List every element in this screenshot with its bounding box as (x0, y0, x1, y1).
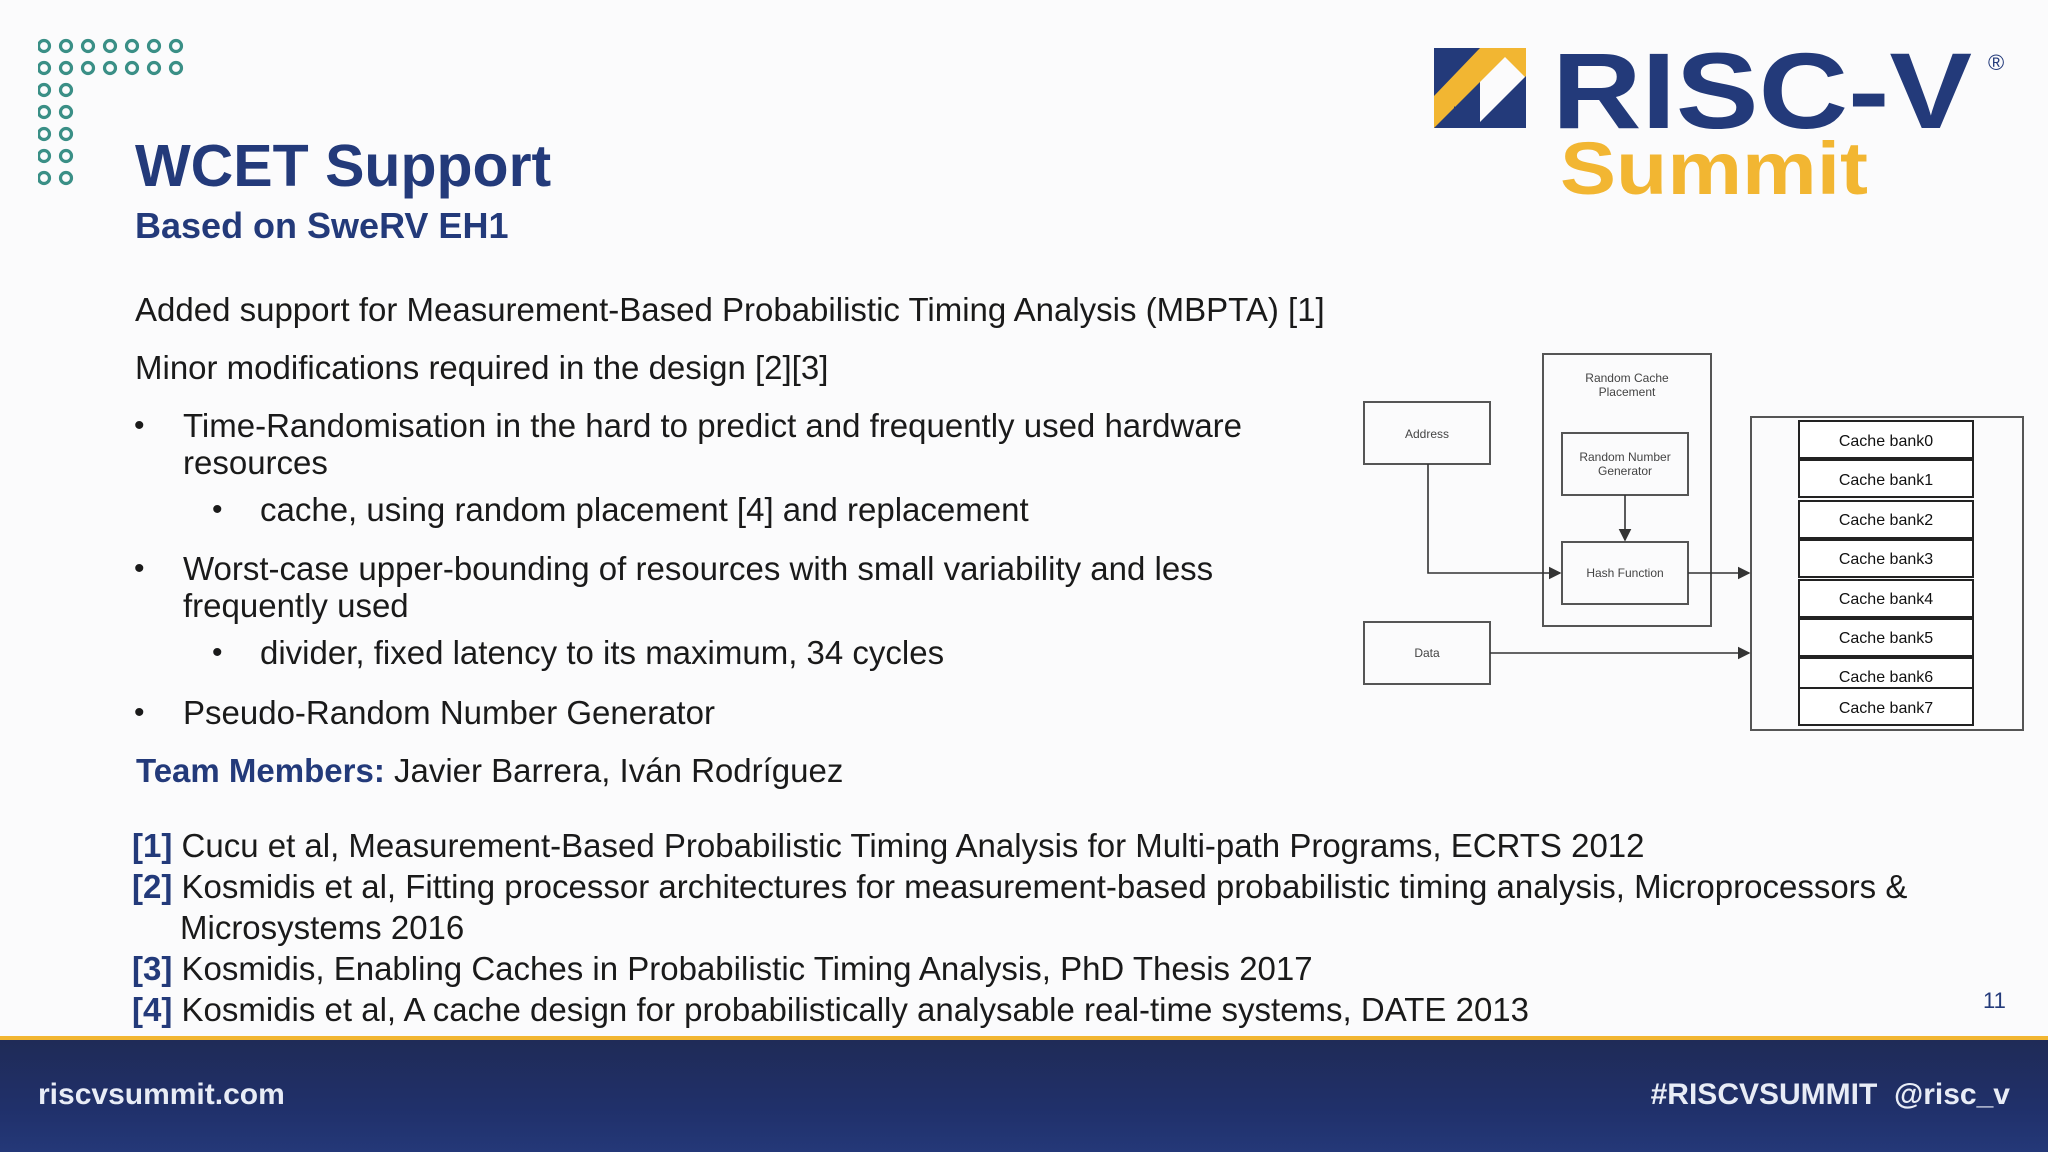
reference-text: Kosmidis et al, A cache design for proba… (172, 991, 1530, 1028)
cache-bank-box (1798, 579, 1974, 618)
risc-v-summit-logo: RISC-V ® Summit (1434, 36, 2004, 210)
reference-text: Microsystems 2016 (180, 909, 465, 946)
sub-bullet-dot: • (212, 493, 223, 526)
sub-bullet-dot: • (212, 636, 223, 669)
bullet-worst-case: Worst-case upper-bounding of resources w… (183, 550, 1214, 587)
data-label: Data (1414, 646, 1440, 660)
cache-bank-box (1798, 459, 1974, 498)
team-members-label: Team Members: (136, 752, 385, 789)
reference-number: [4] (132, 991, 173, 1028)
bullet-time-randomisation: Time-Randomisation in the hard to predic… (183, 407, 1243, 444)
footer-website-link[interactable]: riscvsummit.com (38, 1078, 285, 1111)
placement-label-line2: Placement (1599, 385, 1656, 399)
team-members-names: Javier Barrera, Iván Rodríguez (384, 752, 844, 789)
sub-bullet-divider: divider, fixed latency to its maximum, 3… (260, 634, 945, 671)
body-line-modifications: Minor modifications required in the desi… (135, 349, 829, 386)
address-label: Address (1405, 427, 1449, 441)
cache-bank-label: Cache bank5 (1839, 630, 1933, 647)
reference-text: Kosmidis, Enabling Caches in Probabilist… (172, 950, 1313, 987)
rng-label-line2: Generator (1598, 464, 1652, 478)
footer-accent-line (0, 1036, 2048, 1040)
address-box (1363, 401, 1491, 465)
cache-bank-box (1798, 420, 1974, 459)
sub-bullet-cache: cache, using random placement [4] and re… (260, 491, 1029, 528)
cache-bank-label: Cache bank3 (1839, 551, 1933, 568)
footer-handle[interactable]: @risc_v (1893, 1078, 2010, 1111)
bullet-worst-case-cont: frequently used (183, 587, 409, 624)
reference-item: [2] Kosmidis et al, Fitting processor ar… (132, 868, 1907, 906)
reference-text: Kosmidis et al, Fitting processor archit… (172, 868, 1908, 905)
bullet-prng: Pseudo-Random Number Generator (183, 694, 715, 731)
risc-v-mark-icon (1434, 48, 1526, 128)
reference-number: [3] (132, 950, 173, 987)
cache-bank-box (1798, 539, 1974, 578)
cache-bank-box (1798, 618, 1974, 657)
cache-bank-box (1798, 687, 1974, 726)
cache-bank-box (1798, 500, 1974, 539)
reference-item: [4] Kosmidis et al, A cache design for p… (132, 991, 1529, 1029)
reference-item: [1] Cucu et al, Measurement-Based Probab… (132, 827, 1645, 865)
cache-bank-label: Cache bank7 (1839, 700, 1933, 717)
hash-label: Hash Function (1586, 566, 1663, 580)
footer-social: #RISCVSUMMIT @risc_v (1651, 1078, 2010, 1112)
slide-title: WCET Support (135, 133, 552, 199)
cache-banks-box (1750, 416, 2024, 731)
cache-bank-label: Cache bank4 (1839, 591, 1933, 608)
bullet-dot: • (134, 409, 145, 442)
reference-text: Cucu et al, Measurement-Based Probabilis… (172, 827, 1645, 864)
reference-item-continued: Microsystems 2016 (180, 909, 464, 947)
reference-number: [1] (132, 827, 173, 864)
footer-bar: riscvsummit.com #RISCVSUMMIT @risc_v (0, 1040, 2048, 1152)
cache-bank-label: Cache bank6 (1839, 669, 1933, 686)
bullet-dot: • (134, 696, 145, 729)
logo-registered-mark: ® (1988, 50, 2004, 75)
cache-bank-label: Cache bank2 (1839, 512, 1933, 529)
slide-subtitle: Based on SweRV EH1 (135, 205, 509, 246)
reference-number: [2] (132, 868, 173, 905)
cache-bank-label: Cache bank0 (1839, 433, 1933, 450)
decorative-dot-grid (38, 38, 184, 186)
body-line-mbpta: Added support for Measurement-Based Prob… (135, 291, 1325, 328)
reference-item: [3] Kosmidis, Enabling Caches in Probabi… (132, 950, 1313, 988)
bullet-time-randomisation-cont: resources (183, 444, 328, 481)
team-members: Team Members: Javier Barrera, Iván Rodrí… (136, 752, 843, 790)
bullet-dot: • (134, 552, 145, 585)
random-cache-placement-box (1542, 353, 1712, 627)
logo-tagline: Summit (1560, 127, 1868, 210)
footer-hashtag[interactable]: #RISCVSUMMIT (1650, 1078, 1878, 1111)
random-cache-placement-diagram: Address Data Random Cache Placement Rand… (1363, 353, 2024, 731)
address-to-hash-arrow (1427, 464, 1562, 580)
placement-label-line1: Random Cache (1585, 371, 1669, 385)
page-number: 11 (1983, 988, 2006, 1013)
rng-label-line1: Random Number (1579, 450, 1670, 464)
logo-wordmark: RISC-V (1552, 36, 1972, 151)
cache-bank-label: Cache bank1 (1839, 472, 1933, 489)
